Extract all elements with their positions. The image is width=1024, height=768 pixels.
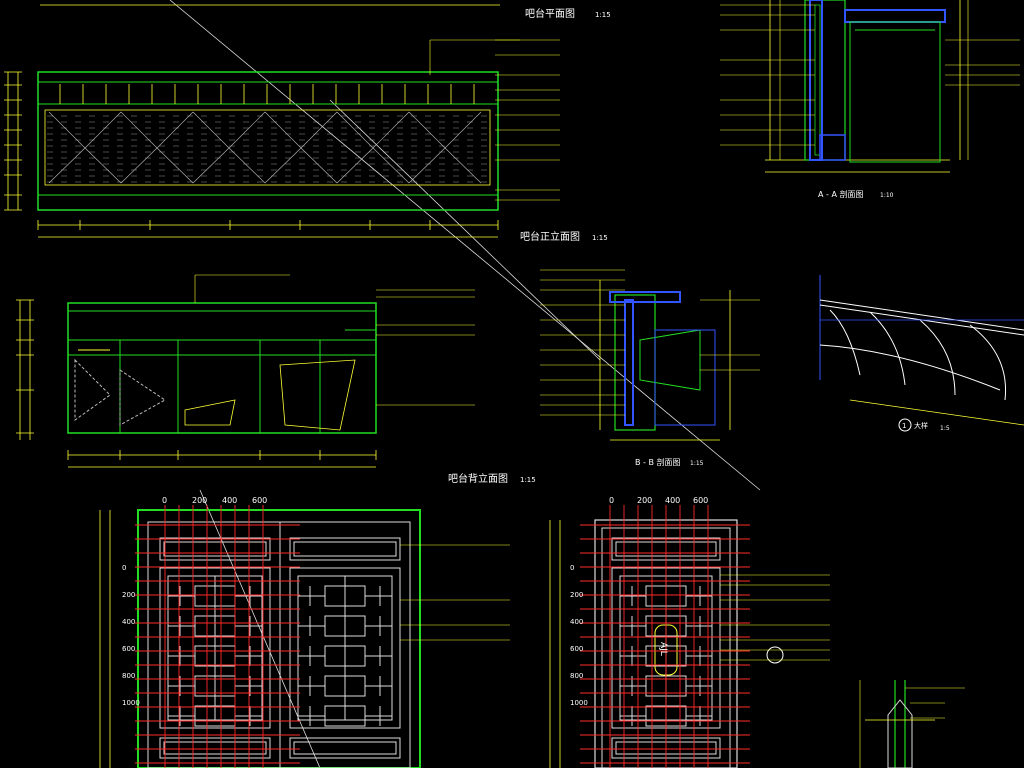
door2-left-ticks: 0 200 400 600 800 1000 (570, 564, 588, 707)
section-bb (540, 269, 760, 441)
detail-marker-circle (898, 418, 912, 432)
door-label-text: AJL (658, 642, 668, 656)
section-aa-scale: 1:10 (880, 192, 894, 199)
detail-number: 1 (902, 422, 906, 430)
section-aa-title: A - A 剖面图 (818, 189, 863, 199)
door2-top-tick-600: 600 (693, 496, 708, 505)
door1-top-tick-600: 600 (252, 496, 267, 505)
side-title: 吧台背立面图 (448, 472, 508, 485)
door1-top-tick-0: 0 (162, 496, 167, 505)
front-elevation (16, 274, 475, 468)
door2-left-tick-200: 200 (570, 591, 583, 599)
door1-left-ticks: 0 200 400 600 800 1000 (122, 564, 140, 707)
door1-top-ticks: 0 200 400 600 (162, 496, 267, 505)
section-bb-scale: 1:15 (690, 460, 704, 467)
double-door-elevation (99, 505, 510, 768)
section-aa (720, 0, 1020, 173)
door2-top-tick-200: 200 (637, 496, 652, 505)
door1-top-tick-400: 400 (222, 496, 237, 505)
bar-plan-view (4, 4, 560, 238)
door2-left-tick-600: 600 (570, 645, 583, 653)
single-door-elevation (549, 505, 830, 768)
front-title: 吧台正立面图 (520, 230, 580, 243)
small-section-detail (859, 680, 965, 768)
detail-arc-view (819, 275, 1024, 426)
door2-left-tick-800: 800 (570, 672, 583, 680)
front-scale: 1:15 (592, 234, 608, 242)
detail-scale: 1:5 (940, 425, 950, 432)
door1-left-tick-800: 800 (122, 672, 135, 680)
door2-left-tick-0: 0 (570, 564, 574, 572)
side-scale: 1:15 (520, 476, 536, 484)
door2-top-tick-0: 0 (609, 496, 614, 505)
door1-left-tick-600: 600 (122, 645, 135, 653)
section-bb-title: B - B 剖面图 (635, 457, 681, 467)
detail-title: 大样 (914, 421, 928, 430)
door1-top-tick-200: 200 (192, 496, 207, 505)
diagonal-guides (169, 0, 761, 768)
plan-title: 吧台平面图 (525, 7, 575, 20)
door1-left-tick-1000: 1000 (122, 699, 140, 707)
plan-scale: 1:15 (595, 11, 611, 19)
door1-left-tick-200: 200 (122, 591, 135, 599)
door1-left-tick-400: 400 (122, 618, 135, 626)
door2-top-tick-400: 400 (665, 496, 680, 505)
door2-left-tick-1000: 1000 (570, 699, 588, 707)
door2-top-ticks: 0 200 400 600 (609, 496, 708, 505)
door1-left-tick-0: 0 (122, 564, 126, 572)
door2-left-tick-400: 400 (570, 618, 583, 626)
